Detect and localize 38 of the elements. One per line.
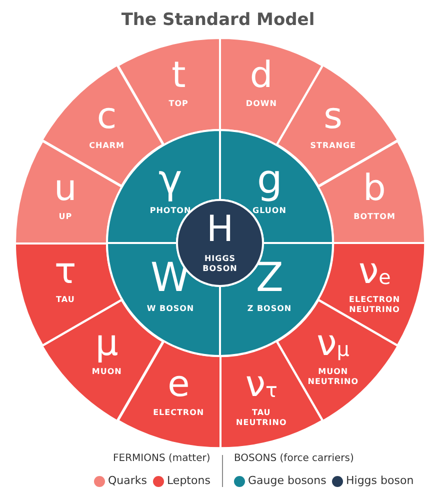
particle-name: HIGGS BOSON — [202, 254, 238, 274]
particle-symbol: e — [168, 366, 190, 403]
particle-name: UP — [58, 212, 74, 222]
legend-label: Leptons — [167, 474, 210, 487]
particle-symbol: g — [256, 160, 282, 200]
particle-name: CHARM — [88, 140, 126, 151]
particle-name: DOWN — [244, 99, 278, 110]
particle-symbol: t — [172, 58, 186, 94]
particle-name: W BOSON — [146, 304, 196, 314]
particle-name: TAU — [55, 295, 76, 306]
particle-name: ELECTRON NEUTRINO — [348, 295, 402, 316]
legend-label: Higgs boson — [346, 474, 414, 487]
particle-symbol: c — [96, 99, 117, 136]
particle-name: BOTTOM — [352, 212, 396, 222]
quark-segment — [15, 140, 122, 243]
particle-name: MUON — [90, 366, 123, 377]
particle-name: TOP — [168, 99, 190, 110]
particle-symbol: d — [250, 58, 273, 94]
particle-name: TAU NEUTRINO — [235, 408, 288, 428]
particle-symbol: γ — [158, 160, 182, 200]
legend-label: Quarks — [108, 474, 147, 487]
particle-name: STRANGE — [309, 140, 358, 151]
particle-name: MUON NEUTRINO — [306, 366, 360, 387]
title: The Standard Model — [121, 10, 315, 30]
particle-symbol: τ — [54, 254, 76, 290]
particle-name: GLUON — [252, 206, 288, 216]
particle-symbol: b — [363, 170, 386, 207]
legend-heading: FERMIONS (matter) — [113, 453, 210, 464]
particle-name: Z BOSON — [246, 304, 293, 314]
particle-symbol: u — [54, 170, 77, 207]
particle-name: PHOTON — [148, 206, 192, 216]
legend-heading: BOSONS (force carriers) — [234, 453, 354, 464]
particle-symbol: μ — [95, 326, 118, 362]
particle-symbol: H — [206, 212, 234, 248]
legend-label: Gauge bosons — [248, 474, 326, 487]
particle-symbol: s — [324, 99, 342, 136]
particle-name: ELECTRON — [152, 408, 206, 418]
particle-symbol: Z — [256, 258, 284, 298]
